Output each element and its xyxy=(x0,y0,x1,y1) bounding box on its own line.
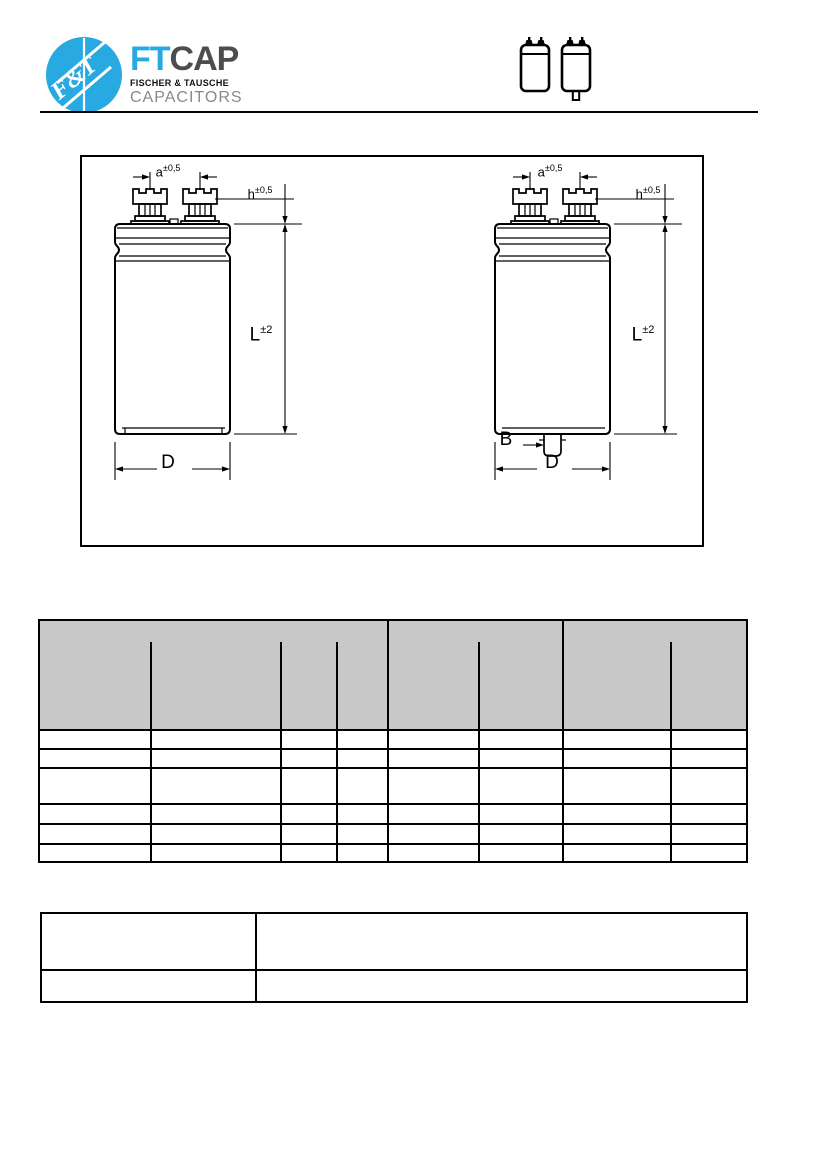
brand-name-cap: CAP xyxy=(169,40,240,78)
specs-column-divider xyxy=(478,642,480,861)
capacitor-icon-plain-bottom xyxy=(519,37,551,93)
logo-diagonal-stripe-bottom xyxy=(62,65,112,110)
info-table-column-divider xyxy=(255,914,257,1001)
capacitor-drawing-screw-terminal xyxy=(114,172,302,480)
dim-label-a-left: a±0,5 xyxy=(155,163,181,180)
screw-terminal-right xyxy=(180,188,220,225)
screw-terminal-left xyxy=(130,188,170,225)
specs-column-divider xyxy=(336,642,338,861)
dim-label-b-right: B xyxy=(499,429,513,450)
dim-label-d-left: D xyxy=(161,452,175,473)
dim-label-h-left: h±0,5 xyxy=(247,185,273,202)
logo-diagonal-stripe-top xyxy=(56,40,106,85)
specs-row-divider xyxy=(40,843,746,845)
ftcap-wordmark: FTCAP FISCHER & TAUSCHE CAPACITORS xyxy=(130,42,243,106)
specs-column-divider xyxy=(670,642,672,861)
brand-subtitle: FISCHER & TAUSCHE xyxy=(130,77,229,88)
brand-tagline: CAPACITORS xyxy=(130,88,243,106)
specs-table-header xyxy=(40,621,746,729)
dim-label-d-right: D xyxy=(545,452,559,473)
capacitor-can-outline xyxy=(114,223,231,435)
specs-row-divider xyxy=(40,748,746,750)
specs-row-divider xyxy=(40,823,746,825)
brand-name-ft: FT xyxy=(130,40,171,78)
screw-terminal-right xyxy=(560,188,600,225)
capacitor-drawing-screw-terminal-stud xyxy=(494,172,682,480)
dim-label-l-left: L±2 xyxy=(249,324,273,346)
specs-table xyxy=(38,619,748,863)
specs-row-divider xyxy=(40,803,746,805)
capacitor-pictograms xyxy=(519,37,592,101)
specs-column-divider xyxy=(280,642,282,861)
bottom-stud xyxy=(539,434,566,457)
info-table xyxy=(40,912,748,1003)
header-rule xyxy=(40,111,758,113)
capacitor-icon-threaded-stud xyxy=(560,37,592,101)
dim-label-h-right: h±0,5 xyxy=(635,185,661,202)
specs-header-bottom-border xyxy=(40,729,746,731)
specs-column-divider xyxy=(150,642,152,861)
specs-header-group-divider xyxy=(562,621,564,861)
screw-terminal-left xyxy=(510,188,550,225)
dim-label-l-right: L±2 xyxy=(631,324,655,346)
capacitor-can-outline xyxy=(494,223,611,435)
dimension-drawing-panel xyxy=(80,155,704,547)
ftcap-logo: F&T xyxy=(45,37,122,113)
stud-icon xyxy=(571,90,581,101)
specs-row-divider xyxy=(40,767,746,769)
specs-header-group-divider xyxy=(387,621,389,861)
info-table-row-divider xyxy=(42,969,746,971)
dim-label-a-right: a±0,5 xyxy=(537,163,563,180)
brand-name: FTCAP xyxy=(130,42,243,76)
